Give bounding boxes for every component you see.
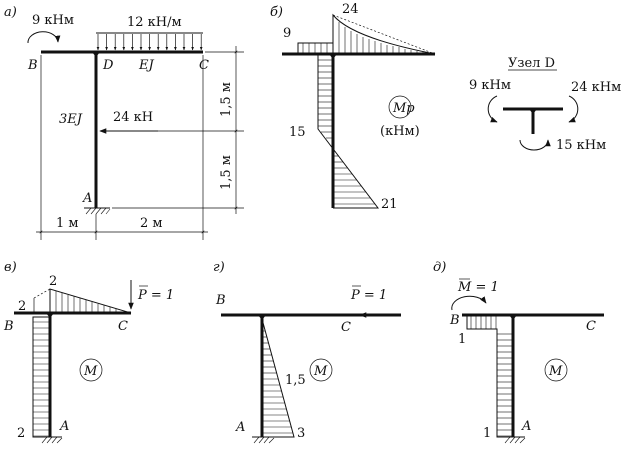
- panel-g-label: г): [213, 260, 225, 275]
- node-d-label: D: [102, 58, 114, 73]
- node-b-v: B: [3, 319, 14, 334]
- value-24: 24: [342, 2, 359, 17]
- moment-diagram-span: [332, 13, 436, 55]
- moment-arrow-icon: [27, 31, 61, 44]
- panel-d-label: д): [433, 260, 446, 275]
- node-a-g: A: [235, 420, 245, 435]
- node-b-g: B: [215, 293, 226, 308]
- fixed-support-a: [84, 207, 111, 215]
- unit-diagram-beam: [33, 288, 132, 314]
- dim-width-2: 2 м: [140, 216, 163, 231]
- dim-width-1: 1 м: [56, 216, 79, 231]
- panel-b-label: б): [270, 5, 283, 20]
- value-mid-1-5: 1,5: [285, 373, 306, 388]
- panel-v: в) P = 1 2 2: [3, 260, 174, 444]
- unit-force-label-g: P = 1: [350, 288, 387, 303]
- joint-b: [329, 54, 337, 59]
- value-bottom-3: 3: [297, 426, 305, 441]
- diagram-m1-circle: [79, 358, 103, 382]
- value-bottom-2: 2: [17, 426, 25, 441]
- value-9: 9: [283, 26, 291, 41]
- beam-stiffness-label: EJ: [138, 58, 154, 73]
- joint-d: [509, 315, 517, 320]
- node-moment-left: 9 кНм: [469, 78, 511, 93]
- diagram-units: (кНм): [380, 124, 420, 139]
- node-d-title: Узел D: [508, 56, 555, 71]
- node-moment-right-icon: [568, 95, 579, 123]
- node-b-label: B: [27, 58, 38, 73]
- diagram-mp-circle: [388, 95, 412, 119]
- diagram-m2-circle: [309, 358, 333, 382]
- panel-b: б): [270, 2, 436, 212]
- node-c-v: C: [118, 319, 128, 334]
- diagram-m3-circle: [544, 358, 568, 382]
- distributed-load: [96, 32, 203, 51]
- joint-g: [258, 315, 266, 320]
- force-label-24: 24 кН: [113, 110, 153, 125]
- unit-diagram-column-g: [261, 318, 295, 438]
- diagram-m3-label: M: [548, 364, 563, 379]
- dimension-lines: [36, 46, 244, 240]
- value-bottom-1: 1: [483, 426, 491, 441]
- fixed-support-v: [40, 436, 63, 444]
- column-stiffness-label: 3EJ: [59, 112, 83, 127]
- node-a-v: A: [59, 419, 69, 434]
- dim-height-1: 1,5 м: [219, 82, 234, 117]
- moment-diagram-column: [317, 53, 380, 209]
- moment-diagram-left-segment: [297, 42, 334, 55]
- node-d-joint: [529, 109, 537, 114]
- distributed-load-label: 12 кН/м: [127, 15, 182, 30]
- rigid-joint-d: [92, 52, 100, 57]
- fixed-support-d: [503, 436, 526, 444]
- joint-v: [46, 313, 54, 318]
- panel-a-label: а): [4, 5, 17, 20]
- node-c-d: C: [586, 319, 596, 334]
- unit-diagram-column: [32, 316, 50, 438]
- node-a-label: A: [82, 191, 92, 206]
- node-a-d: A: [521, 419, 531, 434]
- node-moment-right: 24 кНм: [571, 80, 621, 95]
- value-15: 15: [289, 125, 306, 140]
- value-top-1: 1: [458, 332, 466, 347]
- unit-moment-icon: [451, 295, 487, 311]
- value-top-2: 2: [49, 274, 57, 289]
- unit-force-label: P = 1: [137, 288, 174, 303]
- unit-moment-label: M = 1: [457, 280, 499, 295]
- diagram-mp-label: Mp: [392, 101, 415, 116]
- panel-d: д) M = 1 B C A 1 1 M: [433, 260, 604, 444]
- node-b-d: B: [449, 313, 460, 328]
- node-c-label: C: [199, 58, 209, 73]
- node-moment-bottom-icon: [519, 139, 551, 151]
- value-21: 21: [381, 197, 398, 212]
- unit-diagram-d: [466, 315, 513, 438]
- diagram-m1-label: M: [83, 364, 98, 379]
- node-c-g: C: [341, 320, 351, 335]
- value-left-2: 2: [18, 299, 26, 314]
- node-moment-bottom: 15 кНм: [556, 138, 606, 153]
- diagram-m2-label: M: [313, 364, 328, 379]
- node-d-detail: Узел D 9 кНм 24 кНм 15 кНм: [469, 56, 621, 153]
- panel-g: г) P = 1 B C A 1,5 3 M: [213, 260, 401, 444]
- fixed-support-g: [252, 436, 275, 444]
- panel-v-label: в): [4, 260, 17, 275]
- moment-label: 9 кНм: [32, 13, 74, 28]
- node-moment-left-icon: [487, 95, 498, 123]
- panel-a: а) 12 кН/м 9 кНм 24 кН B D C A: [4, 5, 244, 240]
- dim-height-2: 1,5 м: [219, 155, 234, 190]
